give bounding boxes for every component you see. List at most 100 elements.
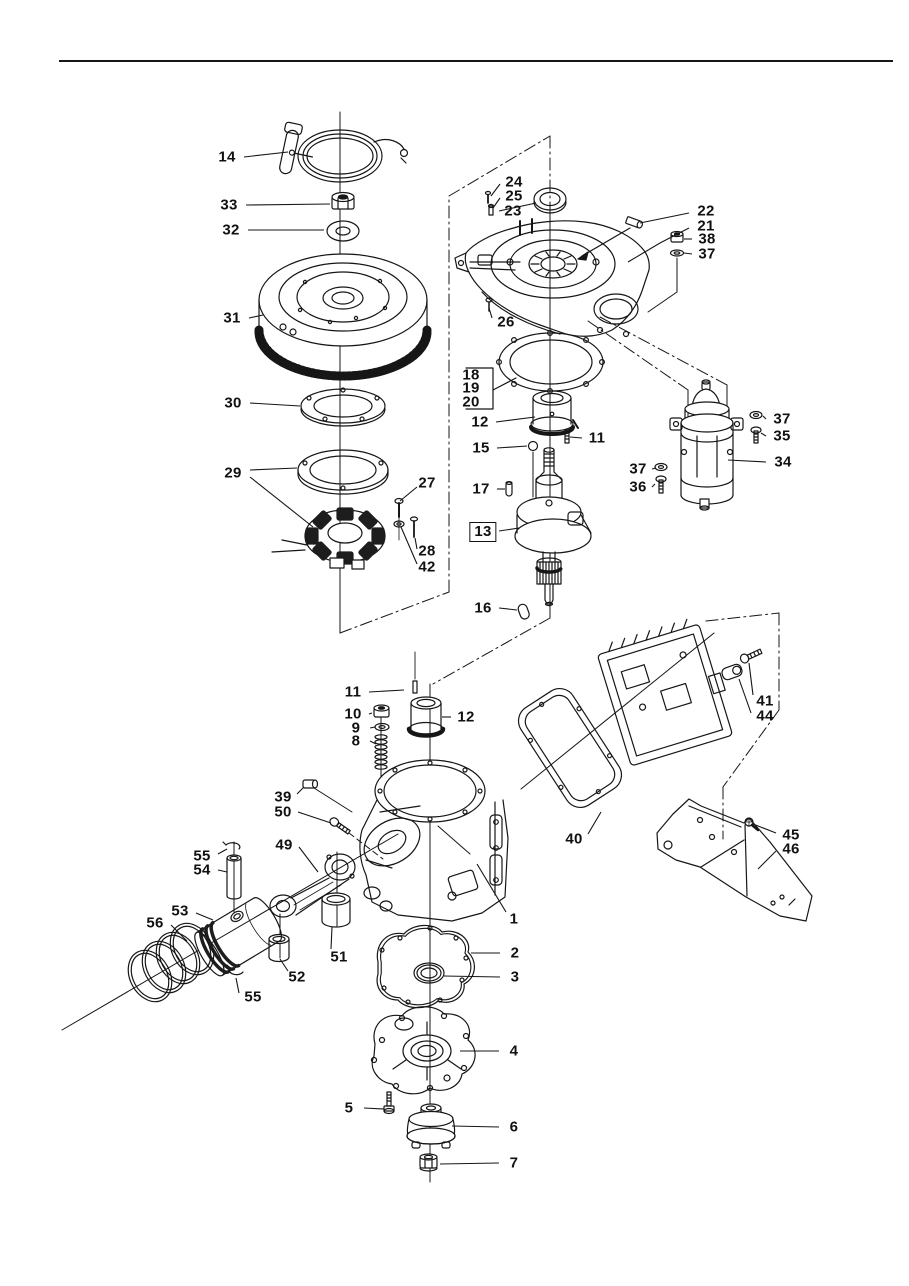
- starter-motor: [669, 379, 744, 511]
- leader-line-55: [217, 848, 228, 855]
- flywheel-nut: [331, 191, 355, 210]
- leader-line-54: [217, 869, 228, 873]
- callout-label: 50: [274, 803, 292, 821]
- leader-line-22: [639, 212, 690, 224]
- callout-label: 1: [509, 910, 519, 928]
- callout-label: 11: [588, 429, 606, 447]
- callout-label: 9: [351, 719, 361, 737]
- callout-38: 38: [698, 232, 715, 247]
- leader-line-35: [760, 432, 767, 437]
- piston-rings-56: [127, 922, 215, 1003]
- leader-line-40: [587, 811, 602, 835]
- leader-line-5: [363, 1107, 385, 1110]
- callout-46: 46: [782, 842, 799, 857]
- flywheel: [254, 253, 432, 381]
- flywheel-washer: [326, 220, 360, 242]
- callout-55: 55: [244, 990, 261, 1005]
- callout-32: 32: [222, 223, 239, 238]
- callout-label: 49: [275, 836, 293, 854]
- callout-41: 41: [756, 694, 773, 709]
- leader-line-26: [488, 307, 493, 319]
- leader-line-6: [451, 1125, 500, 1128]
- callout-11: 11: [345, 685, 361, 700]
- lower-seal-housing: [406, 696, 446, 738]
- callout-26: 26: [497, 315, 514, 330]
- callout-label: 37: [773, 410, 791, 428]
- leader-line-16: [498, 607, 518, 611]
- callout-53: 53: [171, 904, 188, 919]
- crankcase-gasket-2: [376, 924, 475, 1009]
- callout-label: 51: [330, 948, 348, 966]
- leader-line-30: [249, 402, 301, 407]
- callout-51: 51: [330, 950, 347, 965]
- starter-rope-and-handle: [279, 121, 409, 183]
- callout-12: 12: [457, 710, 474, 725]
- bearing-cover-4: [370, 1006, 476, 1095]
- callout-4: 4: [510, 1044, 519, 1059]
- leader-line-23: [498, 202, 537, 212]
- callout-label: 13: [474, 523, 492, 540]
- callout-label: 18: [462, 366, 480, 384]
- callout-33: 33: [220, 198, 237, 213]
- bolt-50: [329, 817, 351, 835]
- electrical-box: [597, 618, 733, 766]
- callout-label: 54: [193, 861, 211, 879]
- smallend-bushing-52: [268, 933, 290, 963]
- callout-label: 35: [773, 427, 791, 445]
- bolt-5: [383, 1091, 395, 1115]
- leader-line-41: [748, 662, 754, 696]
- callout-label: 23: [504, 202, 522, 220]
- callout-16: 16: [474, 601, 491, 616]
- callout-label: 6: [509, 1118, 519, 1136]
- callout-7: 7: [510, 1156, 519, 1171]
- leader-line-13: [498, 527, 520, 532]
- callout-label: 27: [418, 474, 436, 492]
- magneto-base-plate: [454, 218, 650, 338]
- callout-label: 30: [224, 394, 242, 412]
- callout-leader-lines: [170, 151, 777, 1165]
- callout-label: 21: [697, 217, 715, 235]
- leader-line-50: [297, 811, 332, 824]
- friction-ring: [300, 387, 386, 427]
- callout-9: 9: [352, 721, 361, 736]
- callout-44: 44: [756, 709, 773, 724]
- leader-line-37: [651, 467, 657, 470]
- leader-line-21: [627, 227, 690, 263]
- nut-10: [373, 704, 390, 718]
- callout-56: 56: [146, 916, 163, 931]
- starter-bolts: [654, 410, 763, 494]
- callout-label: 37: [698, 245, 716, 263]
- leader-line-11: [368, 689, 405, 693]
- callout-37: 37: [629, 462, 646, 477]
- callout-label: 46: [782, 840, 800, 858]
- callout-24: 24: [505, 175, 522, 190]
- callout-label: 19: [462, 379, 480, 397]
- callout-8: 8: [352, 734, 361, 749]
- callout-49: 49: [275, 838, 292, 853]
- callout-label: 29: [224, 464, 242, 482]
- callout-label: 10: [344, 705, 362, 723]
- callout-42: 42: [418, 560, 435, 575]
- leader-line-36: [651, 483, 656, 488]
- callout-label: 32: [222, 221, 240, 239]
- callout-37: 37: [773, 412, 790, 427]
- crankcase-block: [359, 759, 509, 922]
- oil-seal-3: [413, 962, 445, 984]
- callout-23: 23: [504, 204, 521, 219]
- callout-label: 16: [474, 599, 492, 617]
- callout-28: 28: [418, 544, 435, 559]
- callout-label: 20: [462, 393, 480, 411]
- callout-label: 26: [497, 313, 515, 331]
- leader-line-42: [400, 526, 418, 565]
- leader-line-53: [195, 912, 214, 921]
- callout-35: 35: [773, 429, 790, 444]
- leader-line-46: [757, 850, 777, 870]
- leader-line-12: [495, 416, 536, 423]
- leader-line-7: [439, 1162, 500, 1165]
- callout-label: 12: [457, 708, 475, 726]
- callout-15: 15: [472, 441, 489, 456]
- lower-pin: [412, 651, 418, 694]
- callout-31: 31: [223, 311, 240, 326]
- leader-line-39: [296, 786, 305, 795]
